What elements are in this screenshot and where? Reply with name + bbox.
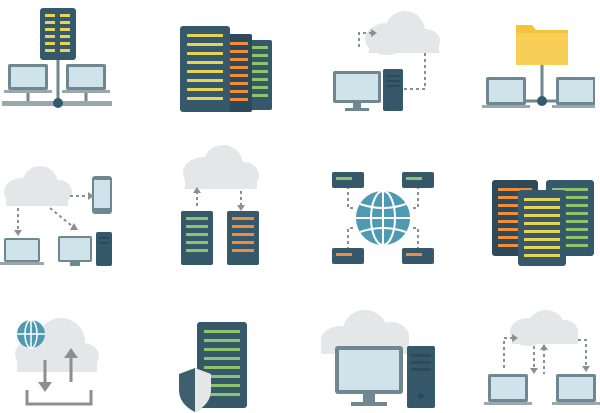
- cloud-laptop-sync-icon: [482, 308, 600, 408]
- network-server-laptops-icon: [0, 0, 120, 115]
- server-rack-group-icon: [170, 18, 280, 113]
- cloud-computer-tower-icon: [315, 310, 440, 413]
- cloud-devices-sync-icon: [0, 160, 120, 270]
- cloud-upload-download-icon: [5, 310, 110, 410]
- cloud-sync-computer-icon: [325, 5, 450, 115]
- global-network-nodes-icon: [328, 168, 438, 268]
- server-stack-icon: [488, 178, 598, 268]
- shared-folder-network-icon: [480, 15, 595, 115]
- secure-server-shield-icon: [175, 318, 260, 413]
- cloud-server-connection-icon: [175, 145, 265, 270]
